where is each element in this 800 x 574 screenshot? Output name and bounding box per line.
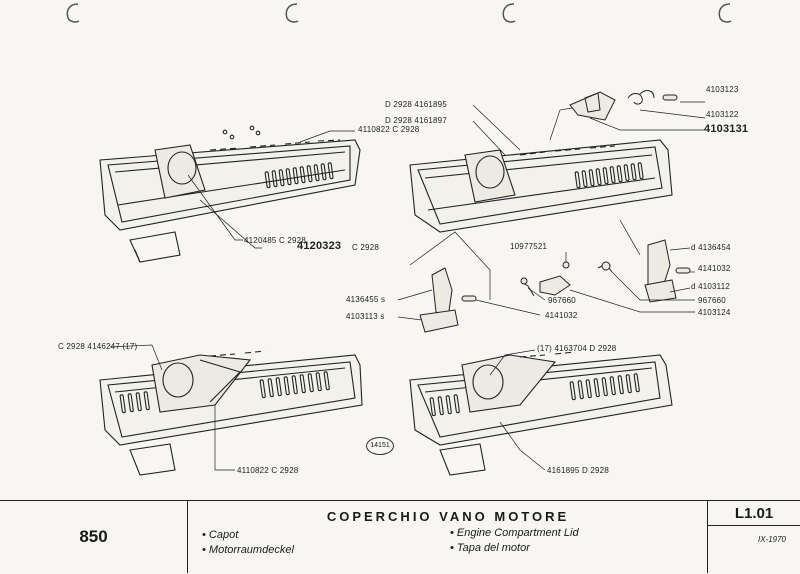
title-cell: COPERCHIO VANO MOTORE • Capot • Motorrau… [188, 501, 708, 573]
part-label: 4161895 D 2928 [547, 466, 609, 475]
part-label: 4103124 [698, 308, 731, 317]
reference-code: L1.01 [708, 503, 800, 526]
punch-hole-icon [502, 3, 516, 23]
reference-cell: L1.01 IX-1970 [708, 501, 800, 573]
title-block: 850 COPERCHIO VANO MOTORE • Capot • Moto… [0, 500, 800, 574]
catch-bracket [520, 261, 613, 297]
part-label: 4103122 [706, 110, 739, 119]
part-label: 967660 [548, 296, 576, 305]
part-label: 10977521 [510, 242, 548, 251]
part-label: 4120485 C 2928 [244, 236, 306, 245]
name-german: • Motorraumdeckel [202, 544, 294, 556]
leader-lines [109, 101, 706, 471]
part-label: D 2928 4161897 [385, 116, 447, 125]
part-label: 4110822 C 2928 [237, 466, 299, 475]
part-label: (17) 4163704 D 2928 [537, 344, 617, 353]
part-label: C 2928 4146247 (17) [58, 342, 138, 351]
engine-lid-panel-top-right [409, 139, 673, 233]
part-label: D 2928 4161895 [385, 100, 447, 109]
name-english: • Engine Compartment Lid [450, 527, 579, 539]
hinge-left-part [419, 267, 477, 333]
part-label: 4120323 [297, 240, 342, 252]
part-label: 4141032 [545, 311, 578, 320]
latch-assembly [569, 90, 678, 121]
part-label: d 4103112 [691, 282, 731, 291]
engine-lid-panel-bottom-right [409, 351, 673, 476]
part-label: 4103131 [704, 123, 749, 135]
hinge-right-part [644, 239, 691, 303]
drawing-stamp: 14151 [366, 437, 394, 455]
model-number: 850 [0, 501, 188, 573]
part-label: d 4136454 [691, 243, 731, 252]
punch-hole-icon [718, 3, 732, 23]
name-spanish: • Tapa del motor [450, 542, 530, 554]
part-label: 4136455 s [346, 295, 386, 304]
engine-lid-panel-bottom-left [99, 350, 363, 476]
part-label: 4103113 s [346, 312, 385, 321]
exploded-view-drawing [99, 90, 706, 476]
part-label: 967660 [698, 296, 726, 305]
part-label: C 2928 [352, 243, 379, 252]
engine-lid-panel-top-left [99, 125, 361, 263]
punch-hole-icon [66, 3, 80, 23]
issue-date: IX-1970 [757, 535, 786, 544]
name-french: • Capot [202, 529, 239, 541]
page-title: COPERCHIO VANO MOTORE [326, 509, 570, 524]
part-label: 4110822 C 2928 [358, 125, 420, 134]
punch-hole-icon [285, 3, 299, 23]
part-label: 4141032 [698, 264, 731, 273]
part-label: 4103123 [706, 85, 739, 94]
